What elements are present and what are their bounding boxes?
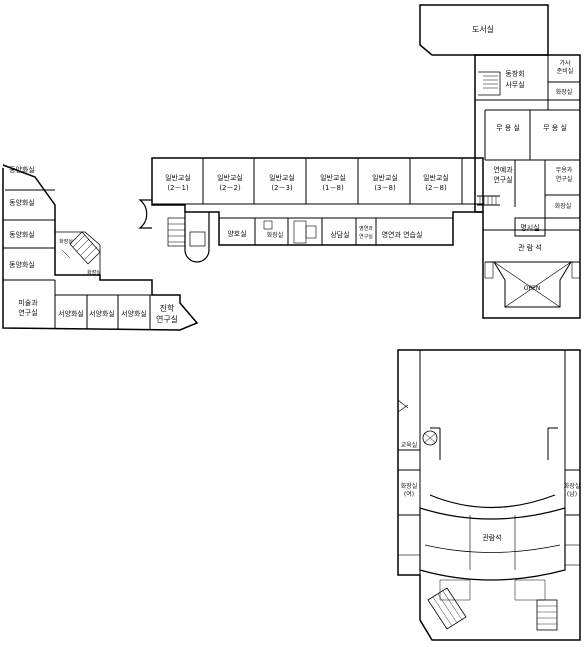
classroom-number: (2－3) [271,184,293,192]
women-restroom-label: 화장실 [401,482,418,490]
nurse-room-label: 양호실 [227,229,246,238]
classroom-number: (2－1) [167,184,189,192]
theater-lab-label: 영연과 [359,225,373,232]
corridor-outline [151,157,484,246]
prep-room-label: 교육실 [401,441,418,449]
women-restroom-label-2: (여) [404,490,414,498]
restroom-w1-label: 화장실 [59,238,73,245]
classroom-label: 일반교실 [165,173,191,182]
oriental-painting-room-label: 동양화실 [9,198,35,207]
theater-practice-label: 영연과 연습실 [382,230,423,239]
art-lab-label-2: 연구실 [18,308,37,317]
home-ec-label: 가사 [559,59,571,67]
western-painting-room-label: 서양화실 [121,309,147,318]
art-lab-label: 미술과 [18,298,38,307]
west-wing-outline [2,164,199,331]
classroom-label: 일반교실 [320,173,346,182]
classroom-number: (2－8) [425,184,447,192]
men-restroom-label: 화장실 [564,482,581,490]
alumni-office-label: 동창회 [505,70,524,78]
restroom-w2-label: 화장실 [87,269,101,276]
seating-area [419,507,566,581]
restroom-ne-label: 화장실 [556,88,573,96]
oriental-painting-room-label: 동양화실 [9,165,35,174]
open-label: OPEN [524,285,541,292]
men-restroom-label-2: (남) [567,490,577,498]
restroom-mid-label: 화장실 [267,231,284,239]
auditorium-seats-label: 관람석 [482,533,501,542]
drama-lab-label-2: 연구실 [493,175,512,184]
dance-room-right-label: 무 용 실 [543,123,567,132]
dance-lab-label: 무용과 [556,166,573,174]
dance-room-left-label: 무 용 실 [496,123,520,132]
round-stair [138,199,152,229]
theater-lab-label-2: 연구실 [359,233,373,240]
upper-seats-label: 관 람 석 [518,243,542,252]
classroom-label: 일반교실 [372,173,398,182]
diagonal-stair [427,587,467,630]
drama-lab-label: 연예과 [493,165,513,174]
auditorium-outline [397,349,581,641]
library-label: 도서실 [472,24,494,34]
alumni-office-label-2: 사무실 [505,80,524,89]
classroom-number: (1－8) [322,184,344,192]
classroom-number: (2－2) [219,184,241,192]
career-lab-label-2: 연구실 [156,314,178,324]
home-ec-label-2: 준비실 [557,67,574,75]
classroom-label: 일반교실 [217,173,243,182]
oriental-painting-room-label: 동양화실 [9,230,35,239]
western-painting-room-label: 서양화실 [89,309,115,318]
dance-lab-label-2: 연구실 [556,175,573,183]
western-painting-room-label: 서양화실 [58,309,84,318]
classroom-label: 일반교실 [269,173,295,182]
classroom-label: 일반교실 [423,173,449,182]
admin-room-label: 명시실 [520,223,539,232]
oriental-painting-room-label: 동양화실 [9,260,35,269]
classroom-number: (3－8) [374,184,396,192]
career-lab-label: 진학 [160,303,175,313]
restroom-e-label: 화장실 [555,202,572,210]
counseling-room-label: 상담실 [330,230,349,239]
